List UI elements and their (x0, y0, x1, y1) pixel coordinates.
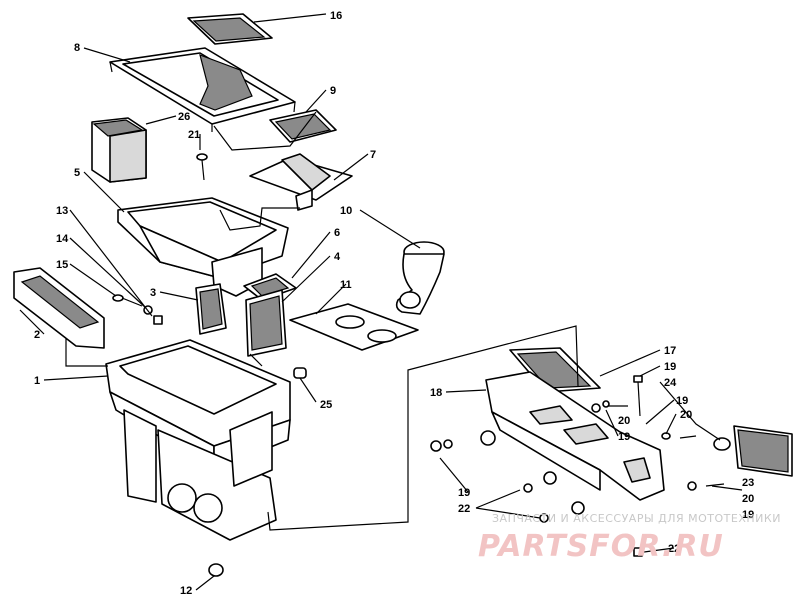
part-24-grommet (713, 437, 731, 451)
part-5-upper-housing (117, 197, 289, 297)
watermark-tagline: ЗАПЧАСТИ И АКСЕССУАРЫ ДЛЯ МОТОТЕХНИКИ (492, 512, 781, 525)
callout-22a: 22 (458, 503, 470, 515)
part-16-top-grille (187, 13, 273, 45)
part-13-nut (153, 315, 163, 325)
part-8-filter-frame (109, 47, 296, 132)
part-12-drain-plug (208, 563, 224, 577)
part-18-intake-silencer (485, 371, 665, 501)
assembly-connectors (65, 111, 579, 531)
callout-20b: 20 (618, 415, 630, 427)
part-21-screw (196, 153, 208, 181)
callout-7: 7 (370, 149, 376, 161)
callout-5: 5 (74, 167, 80, 179)
callout-19c: 19 (742, 509, 754, 521)
part-2-side-filter (13, 267, 105, 349)
part-23-filter-block (733, 425, 793, 477)
callout-8: 8 (74, 42, 80, 54)
part-11-gasket-plate (289, 303, 419, 351)
callout-19b: 19 (618, 431, 630, 443)
part-15-bolt (112, 294, 143, 307)
callout-14: 14 (56, 233, 69, 245)
callout-leaders (19, 13, 743, 591)
part-7-bracket (249, 153, 353, 211)
callout-21: 21 (188, 129, 200, 141)
callout-20d: 20 (742, 493, 754, 505)
part-1-main-airbox (105, 339, 291, 541)
callout-19a: 19 (676, 395, 688, 407)
callout-16: 16 (330, 10, 342, 22)
part-10-elbow-duct (395, 241, 445, 315)
callout-4: 4 (334, 251, 341, 263)
callout-20a: 19 (664, 361, 676, 373)
callout-11: 11 (340, 279, 352, 291)
callout-1: 1 (34, 375, 40, 387)
callout-12: 12 (180, 585, 192, 597)
hardware-fasteners (430, 375, 725, 557)
watermark: ЗАПЧАСТИ И АКСЕССУАРЫ ДЛЯ МОТОТЕХНИКИ PA… (478, 512, 781, 564)
callout-2: 2 (34, 329, 40, 341)
callout-labels: 16 8 9 26 21 7 5 10 13 14 6 4 15 11 3 2 … (34, 10, 754, 597)
callout-19d: 19 (458, 487, 470, 499)
callout-6: 6 (334, 227, 340, 239)
callout-18: 18 (430, 387, 442, 399)
callout-17: 17 (664, 345, 676, 357)
callout-23: 23 (742, 477, 754, 489)
part-26-foam-block (91, 117, 147, 183)
callout-13: 13 (56, 205, 68, 217)
callout-9: 9 (330, 85, 336, 97)
callout-3: 3 (150, 287, 156, 299)
watermark-brand: PARTSFOR.RU (478, 529, 724, 564)
part-25-clip (293, 367, 307, 379)
callout-24: 24 (664, 377, 677, 389)
callout-15: 15 (56, 259, 68, 271)
callout-26: 26 (178, 111, 190, 123)
callout-10: 10 (340, 205, 352, 217)
part-9-filter-pad (269, 109, 337, 143)
part-3-foam-gasket (195, 283, 227, 335)
part-4-foam-gasket (245, 289, 287, 357)
callout-20c: 20 (680, 409, 692, 421)
callout-25: 25 (320, 399, 332, 411)
callout-22b: 22 (668, 543, 680, 555)
